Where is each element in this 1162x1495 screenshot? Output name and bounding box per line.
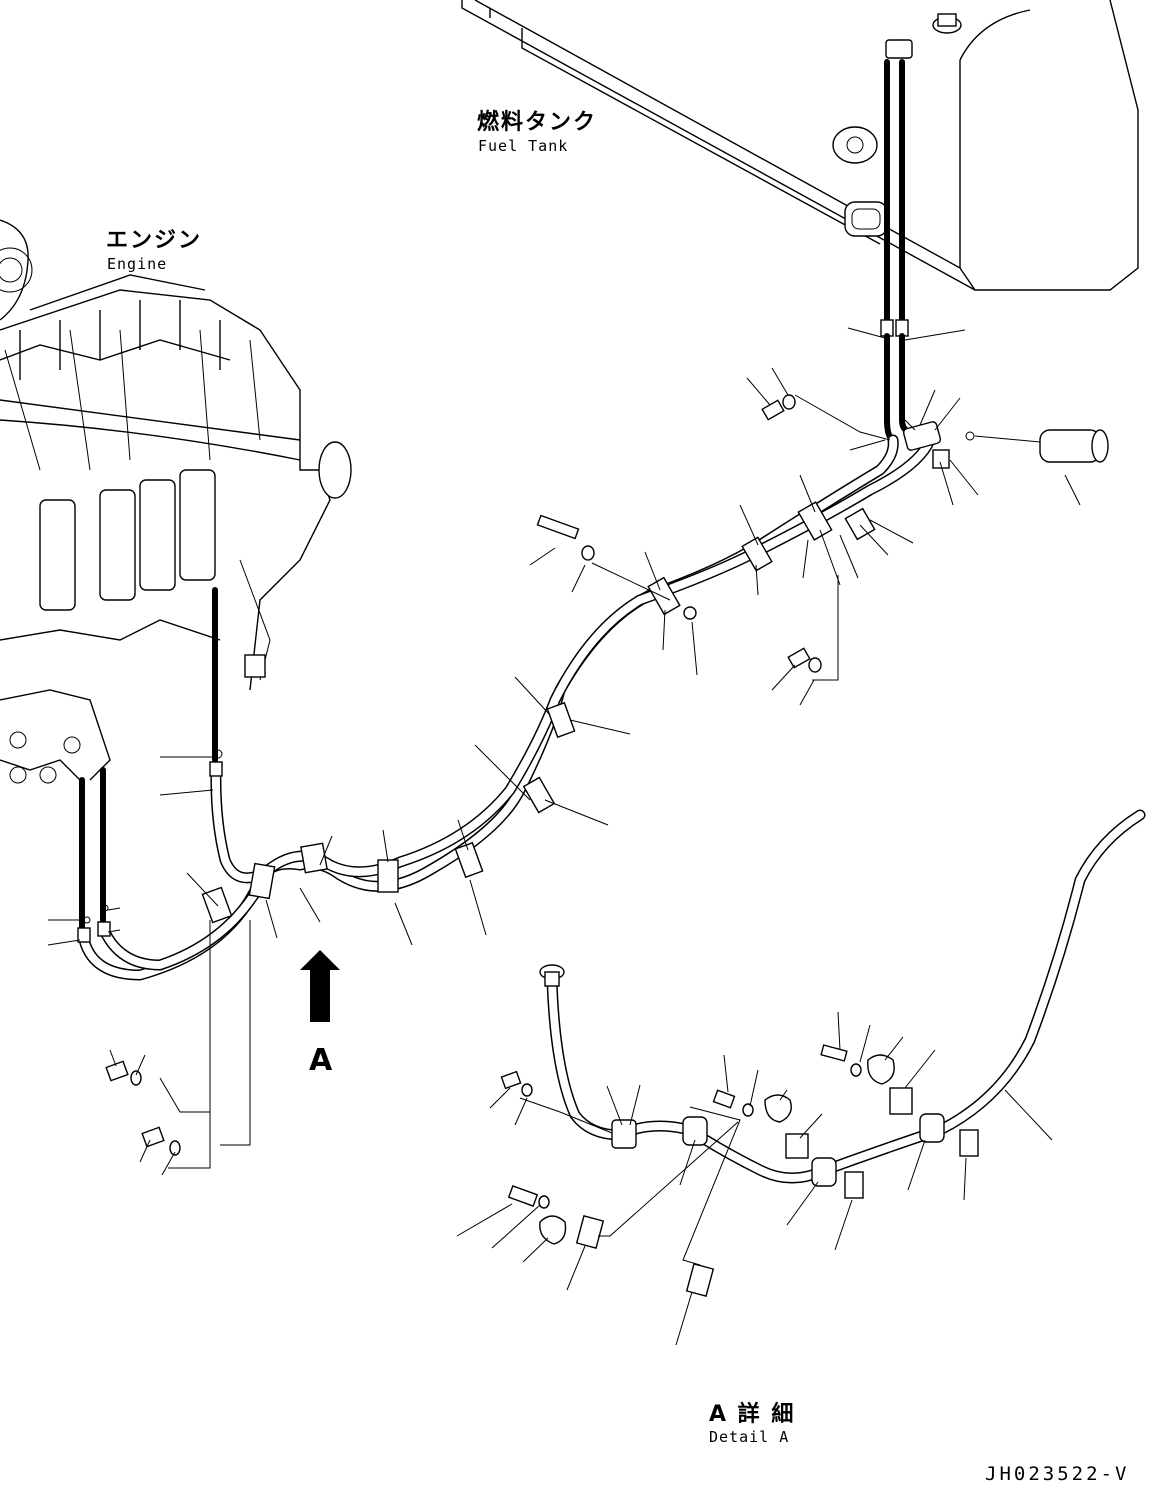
up-arrow-icon [300,950,340,1022]
fuel-tank [461,0,1139,291]
fuel-tank-label-en: Fuel Tank [478,137,569,155]
detail-label-en: Detail A [709,1428,790,1446]
engine-label-en: Engine [107,255,168,273]
leader-lines [47,367,1081,1346]
engine-label-jp: エンジン [106,228,203,253]
view-arrow-label: A [309,1043,333,1078]
fuel-tank-label-jp: 燃料タンク [477,110,598,135]
main-hoses [77,421,950,981]
detail-label-jp: A 詳 細 [709,1402,796,1427]
engine [0,219,352,933]
fasteners [83,394,1109,1156]
tank-lines [847,39,966,443]
drawing-code: JH023522-V [985,1463,1130,1485]
detail-a-hose [500,809,1146,1297]
